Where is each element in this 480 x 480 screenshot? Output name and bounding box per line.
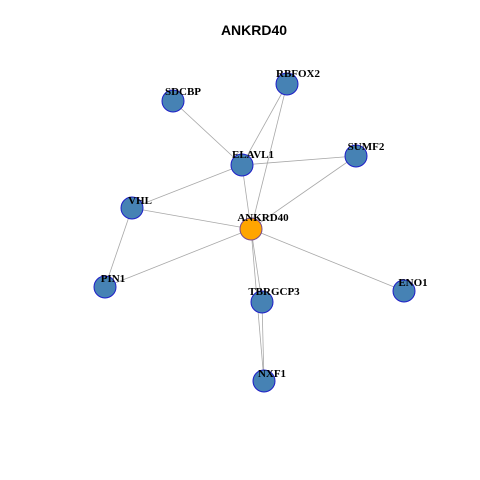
node-ankrd40 bbox=[239, 217, 263, 241]
node-label-eno1: ENO1 bbox=[398, 277, 427, 289]
edge-elavl1-sumf2 bbox=[241, 155, 357, 166]
node-label-sdcbp: SDCBP bbox=[165, 86, 201, 98]
node-pin1 bbox=[93, 275, 117, 299]
node-label-rbfox2: RBFOX2 bbox=[276, 68, 321, 80]
node-nxf1 bbox=[252, 369, 276, 393]
edge-ankrd40-tbrgcp3 bbox=[250, 228, 263, 303]
node-rbfox2 bbox=[275, 72, 299, 96]
edge-tbrgcp3-nxf1 bbox=[261, 301, 265, 382]
node-tbrgcp3 bbox=[250, 290, 274, 314]
edge-vhl-pin1 bbox=[104, 207, 133, 288]
node-label-pin1: PIN1 bbox=[101, 273, 125, 285]
node-label-sumf2: SUMF2 bbox=[348, 141, 385, 153]
node-label-ankrd40: ANKRD40 bbox=[237, 212, 289, 224]
edge-ankrd40-pin1 bbox=[104, 228, 252, 288]
node-label-vhl: VHL bbox=[128, 195, 152, 207]
diagram-title: ANKRD40 bbox=[221, 22, 287, 38]
edge-rbfox2-elavl1 bbox=[241, 83, 288, 166]
edge-ankrd40-eno1 bbox=[250, 228, 405, 292]
nodes-layer bbox=[93, 72, 416, 393]
node-label-elavl1: ELAVL1 bbox=[232, 149, 274, 161]
edge-ankrd40-rbfox2 bbox=[250, 83, 288, 230]
node-sumf2 bbox=[344, 144, 368, 168]
edges-layer bbox=[104, 83, 405, 382]
node-label-tbrgcp3: TBRGCP3 bbox=[248, 286, 300, 298]
node-vhl bbox=[120, 196, 144, 220]
edge-ankrd40-vhl bbox=[131, 207, 252, 230]
edge-elavl1-vhl bbox=[131, 164, 243, 209]
node-elavl1 bbox=[230, 153, 254, 177]
edge-ankrd40-sumf2 bbox=[250, 155, 357, 230]
edge-sdcbp-elavl1 bbox=[172, 100, 243, 166]
node-eno1 bbox=[392, 279, 416, 303]
node-sdcbp bbox=[161, 89, 185, 113]
node-label-nxf1: NXF1 bbox=[258, 368, 286, 380]
